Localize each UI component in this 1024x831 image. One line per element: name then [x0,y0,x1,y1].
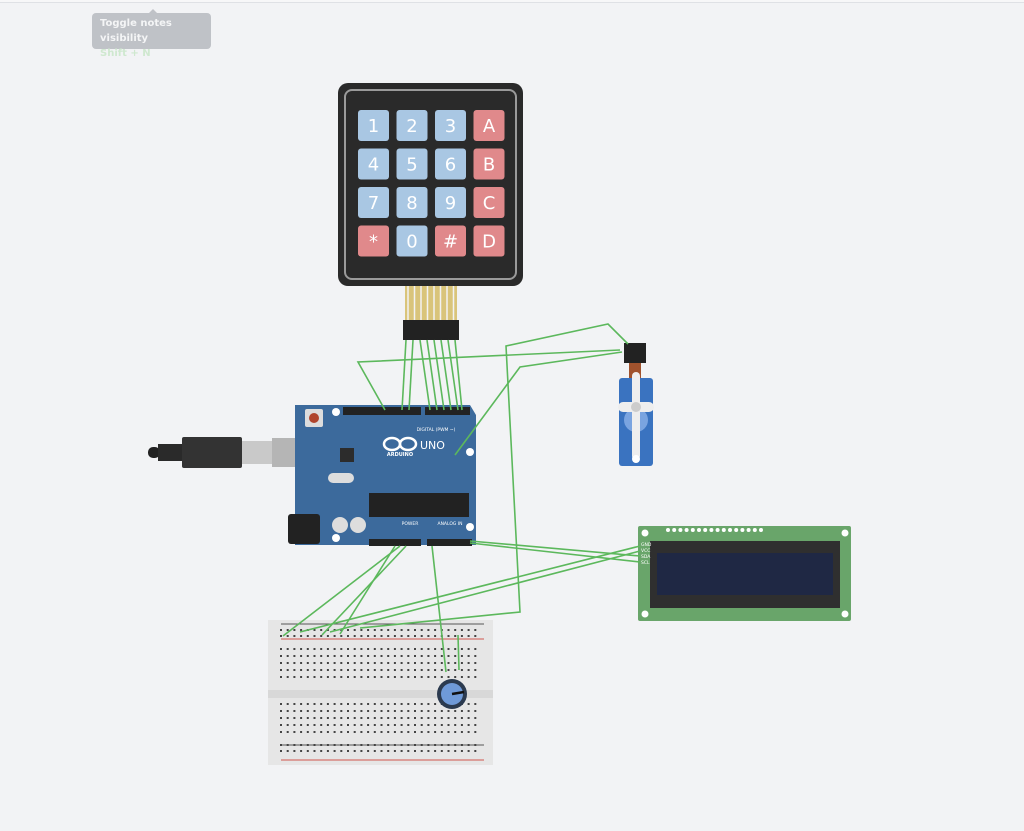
breadboard[interactable] [268,620,493,765]
wire [454,351,623,456]
usb-cable[interactable] [148,437,297,468]
keypad-key-D[interactable]: D [473,225,505,257]
wire [447,339,459,411]
lcd-pin-label: GND [641,542,652,548]
keypad-key-*[interactable]: * [358,225,389,257]
top-toolbar-edge [0,0,1024,3]
wires[interactable] [282,323,641,673]
key-label: A [483,116,496,137]
keypad-ribbon-cable [403,286,459,340]
wire [299,545,641,633]
wire [401,339,407,411]
lcd-pin-label: VCC [641,548,650,554]
lcd-16x2-i2c[interactable]: GND VCC SDA SCL [638,526,851,621]
key-label: B [483,155,495,176]
wire [433,339,445,411]
key-label: C [483,193,496,214]
wire [457,634,460,671]
arduino-brand-text: ARDUINO [387,452,413,458]
wire [408,339,414,411]
keypad-key-7[interactable]: 7 [358,187,389,218]
wire [282,545,401,637]
keypad-key-6[interactable]: 6 [435,148,466,180]
keypad-key-#[interactable]: # [435,225,466,257]
wire [329,550,641,633]
lcd-pin-label: SCL [641,560,650,566]
tooltip-shortcut: Shift + N [100,48,151,59]
key-label: 1 [368,116,379,137]
wire [454,339,463,411]
key-label: 9 [445,193,456,214]
keypad-key-C[interactable]: C [473,187,505,218]
wire [339,545,396,635]
keypad-key-9[interactable]: 9 [435,187,466,218]
key-label: # [443,232,458,253]
key-label: * [369,232,378,253]
keypad-key-2[interactable]: 2 [396,110,428,141]
keypad-key-B[interactable]: B [473,148,505,180]
key-label: 7 [368,193,379,214]
keypad-key-3[interactable]: 3 [435,110,466,141]
tooltip-title: Toggle notes visibility [100,18,172,44]
arduino-model-text: UNO [420,439,445,452]
key-label: 0 [406,232,417,253]
keypad-key-8[interactable]: 8 [396,187,428,218]
arduino-logo: ARDUINO [382,436,418,458]
power-label: POWER [402,521,419,527]
wire [419,339,431,411]
key-label: 8 [406,193,417,214]
keypad-key-5[interactable]: 5 [396,148,428,180]
key-label: 4 [368,155,379,176]
potentiometer[interactable] [437,679,467,709]
key-label: D [482,232,496,253]
key-label: 3 [445,116,456,137]
servo-motor[interactable] [618,343,654,466]
keypad-key-A[interactable]: A [473,110,505,141]
keypad-key-0[interactable]: 0 [396,225,428,257]
toggle-notes-tooltip: Toggle notes visibility Shift + N [92,9,211,59]
wire [356,349,621,411]
keypad-key-1[interactable]: 1 [358,110,389,141]
wire [321,545,407,636]
wire [431,545,447,673]
keypad-4x4[interactable]: 1 2 3 A 4 5 6 B 7 8 9 C * 0 # D [338,83,523,340]
key-label: 2 [406,116,417,137]
digital-label: DIGITAL (PWM ~) [417,427,456,433]
lcd-pin-label: SDA [641,554,651,560]
keypad-key-4[interactable]: 4 [358,148,389,180]
wire [426,339,438,411]
key-label: 6 [445,155,456,176]
wire [440,339,452,411]
arduino-uno[interactable]: ARDUINO UNO DIGITAL (PWM ~) POWER ANALOG… [288,405,476,546]
wire [469,540,641,557]
key-label: 5 [406,155,417,176]
wire [359,323,629,629]
analog-label: ANALOG IN [437,521,462,527]
reset-button[interactable] [309,413,319,423]
lcd-screen [657,553,833,595]
